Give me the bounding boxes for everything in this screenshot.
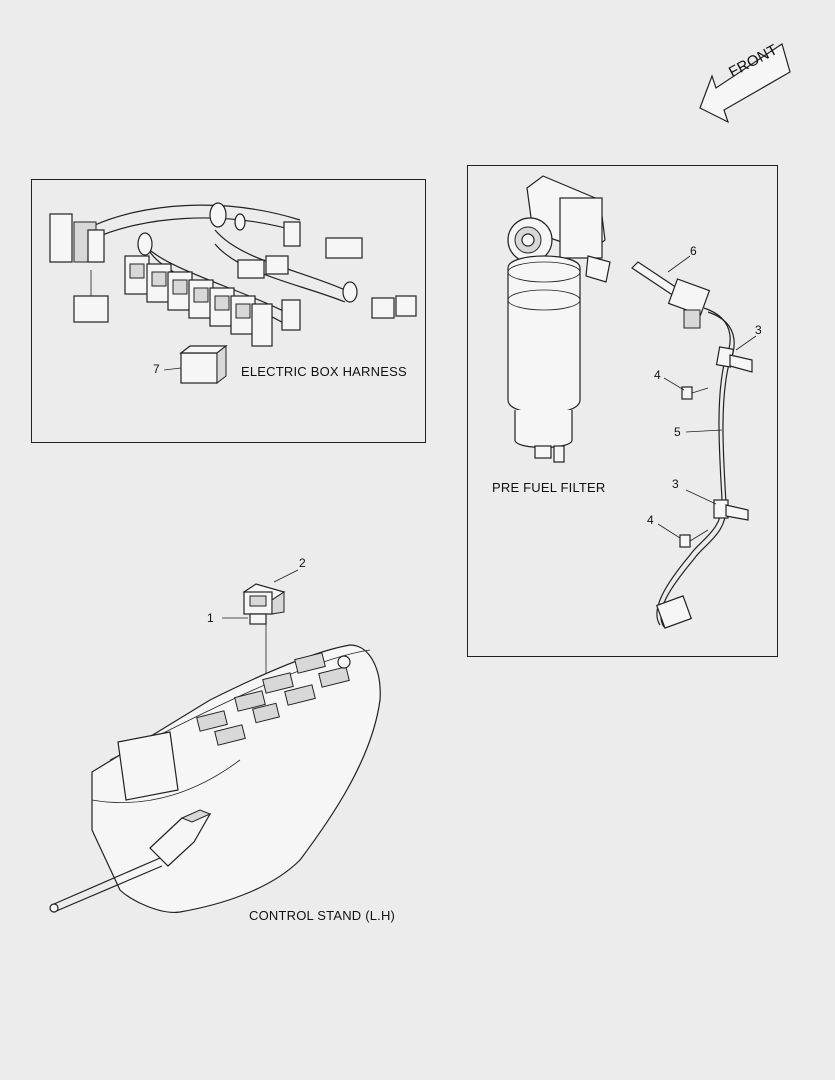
callout-7: 7 bbox=[153, 362, 160, 376]
electric-box-harness-title: ELECTRIC BOX HARNESS bbox=[241, 364, 407, 379]
front-arrow-icon bbox=[699, 43, 791, 124]
relay-part-7 bbox=[179, 344, 228, 385]
callout-3-lower: 3 bbox=[672, 477, 679, 491]
callout-4-upper: 4 bbox=[654, 368, 661, 382]
sensor-part-6 bbox=[631, 261, 711, 329]
control-stand-body bbox=[49, 644, 381, 913]
callout-5: 5 bbox=[674, 425, 681, 439]
callout-1: 1 bbox=[207, 611, 214, 625]
callout-2: 2 bbox=[299, 556, 306, 570]
control-stand-title: CONTROL STAND (L.H) bbox=[249, 908, 396, 923]
connector-block-row bbox=[124, 255, 273, 347]
fuel-filter-part bbox=[507, 175, 611, 463]
callout-3-upper: 3 bbox=[755, 323, 762, 337]
callout-6: 6 bbox=[690, 244, 697, 258]
rocker-switch-part bbox=[242, 583, 286, 625]
pre-fuel-filter-title: PRE FUEL FILTER bbox=[492, 480, 606, 495]
callout-4-lower: 4 bbox=[647, 513, 654, 527]
